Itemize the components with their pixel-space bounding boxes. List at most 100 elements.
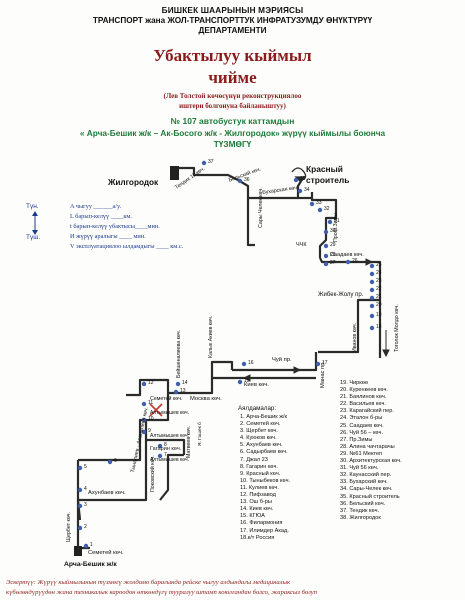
label-chchk: ЧЧК: [296, 242, 307, 248]
stop-marker: [107, 459, 113, 465]
stop-marker: [369, 287, 375, 293]
label-zhibek: Жибек-Жолу пр.: [318, 292, 364, 298]
stop-marker: [345, 259, 351, 265]
stop-number: 30: [330, 228, 336, 234]
label-ya-gashek: Я. Гашек б: [198, 422, 203, 446]
compass-arrows-icon: [32, 211, 38, 235]
label-kalyk: Калык Акиев көч.: [208, 315, 214, 358]
stop-marker: [77, 525, 83, 531]
stop-item: 9. Красный көч.: [240, 470, 281, 477]
stop-marker: [323, 253, 329, 259]
stop-marker: [369, 263, 375, 269]
stop-number: 7: [164, 452, 167, 458]
stop-number: 6: [114, 458, 117, 464]
header-line-2: ТРАНСПОРТ жана ЖОЛ-ТРАНСПОРТТУК ИНФРАТУЗ…: [92, 16, 373, 25]
stop-number: 26: [352, 258, 358, 264]
stop-number: 37: [208, 159, 214, 165]
title-line-1: Убактылуу кыймыл: [153, 46, 312, 65]
stop-number: 21: [376, 294, 382, 300]
stop-marker: [323, 261, 329, 267]
stop-marker: [237, 379, 243, 385]
stop-number: 31: [334, 218, 340, 224]
stop-item: 28. Алина чачтарачы: [340, 443, 395, 450]
footer-note-1: Эскертүү: Жүрүү кыймылынын түзмөгү жолдо…: [6, 579, 291, 586]
stop-number: 34: [304, 187, 310, 193]
stops-list-right: 19. Чиркөө 20. Куренкеев көч. 21. Баялин…: [340, 380, 402, 522]
label-gagarin: Гагарин көч.: [150, 446, 182, 452]
label-krasny-2: строитель: [306, 175, 350, 185]
stop-marker: [141, 381, 147, 387]
stop-marker: [369, 295, 375, 301]
stop-marker: [201, 160, 207, 166]
stop-number: 15: [244, 378, 250, 384]
legend-round-time: t барып-келүү убактысы____мин.: [70, 223, 160, 230]
stop-number: 27: [330, 260, 336, 266]
stop-item: 14. Киев көч.: [240, 506, 274, 513]
stop-number: 1: [90, 542, 93, 548]
stops-header: Аялдамалар:: [238, 405, 277, 412]
legend-length: L барып-келүү ____км.: [70, 213, 132, 220]
stop-item: 29. №61 Мектеп: [340, 450, 383, 457]
stop-number: 9: [148, 428, 151, 434]
stop-item: 18.к/т Россия: [240, 534, 275, 541]
turnaround-icon: [291, 167, 307, 182]
label-semetey-top: Семетей көч.: [150, 396, 183, 402]
label-altymyshev-2: Алтымышев көч.: [150, 433, 189, 439]
stop-item: 31. Чуй 56 көч.: [340, 465, 379, 472]
label-sherbet: Щербет көч.: [66, 512, 72, 542]
stop-item: 6. Садырбаев көч.: [240, 449, 288, 456]
label-togolok: Тоголок Молдо көч.: [394, 304, 400, 352]
stop-marker: [369, 303, 375, 309]
legend-departures: A чыгуу ______а/у.: [70, 203, 122, 210]
stop-marker: [309, 201, 315, 207]
legend-interval: И жүрүү аралыгы ____ мин.: [70, 233, 146, 240]
stop-item: 33. Бухарский көч.: [340, 479, 388, 486]
stop-item: 36. Бельский көч.: [340, 500, 386, 507]
stop-number: 35: [300, 176, 306, 182]
stop-marker: [141, 429, 147, 435]
stop-item: 25. Саадаев көч.: [340, 422, 384, 429]
terminal-archa-beshik: [74, 546, 82, 556]
header-line-1: БИШКЕК ШААРЫНЫН МЭРИЯСЫ: [161, 6, 304, 15]
title-subtitle-1: (Лев Толстой көчөсүнүн реконструкциялоо: [163, 92, 302, 100]
stop-number: 19: [376, 312, 382, 318]
stop-item: 11. Кулиев көч.: [240, 484, 279, 491]
stop-item: 30. Архитектурская көч.: [340, 458, 402, 465]
road-closure-icon: [149, 403, 163, 417]
route-description: « Арча-Бешик ж/к – Ак-Босого ж/к - Жилго…: [79, 128, 386, 138]
stop-marker: [157, 443, 163, 449]
stop-marker: [83, 543, 89, 549]
label-krasny-1: Красный: [306, 164, 343, 174]
stop-item: 22. Васильев көч.: [340, 401, 386, 408]
stop-item: 1. Арча-Бешик ж/к: [240, 414, 287, 420]
stop-number: 28: [330, 252, 336, 258]
route-number: № 107 автобустук каттамдын: [170, 116, 295, 126]
label-saadaev: Саадаев көч.: [330, 252, 364, 258]
stop-number: 16: [248, 360, 254, 366]
stop-number: 22: [376, 286, 382, 292]
stop-marker: [293, 177, 299, 183]
stop-item: 19. Чиркөө: [340, 380, 368, 386]
label-chuy: Чуй пр.: [272, 357, 292, 363]
stop-item: 38. Жилгородок: [340, 514, 381, 521]
stop-number: 12: [148, 380, 154, 386]
stop-number: 23: [376, 278, 382, 284]
stop-number: 36: [244, 177, 250, 183]
stop-item: 13. Ош б-ры: [240, 499, 272, 506]
stop-marker: [241, 361, 247, 367]
stop-number: 4: [84, 486, 87, 492]
stop-number: 14: [182, 380, 188, 386]
stop-number: 32: [324, 206, 330, 212]
stop-number: 25: [376, 262, 382, 268]
stop-marker: [369, 325, 375, 331]
stop-marker: [77, 465, 83, 471]
stop-number: 8: [164, 442, 167, 448]
stop-marker: [297, 188, 303, 194]
label-kiev: Киев көч.: [244, 382, 269, 388]
stop-number: 29: [330, 242, 336, 248]
legend-north: Түн.: [26, 203, 39, 210]
stop-marker: [157, 453, 163, 459]
stop-marker: [369, 313, 375, 319]
legend-south: Түш.: [26, 234, 41, 241]
